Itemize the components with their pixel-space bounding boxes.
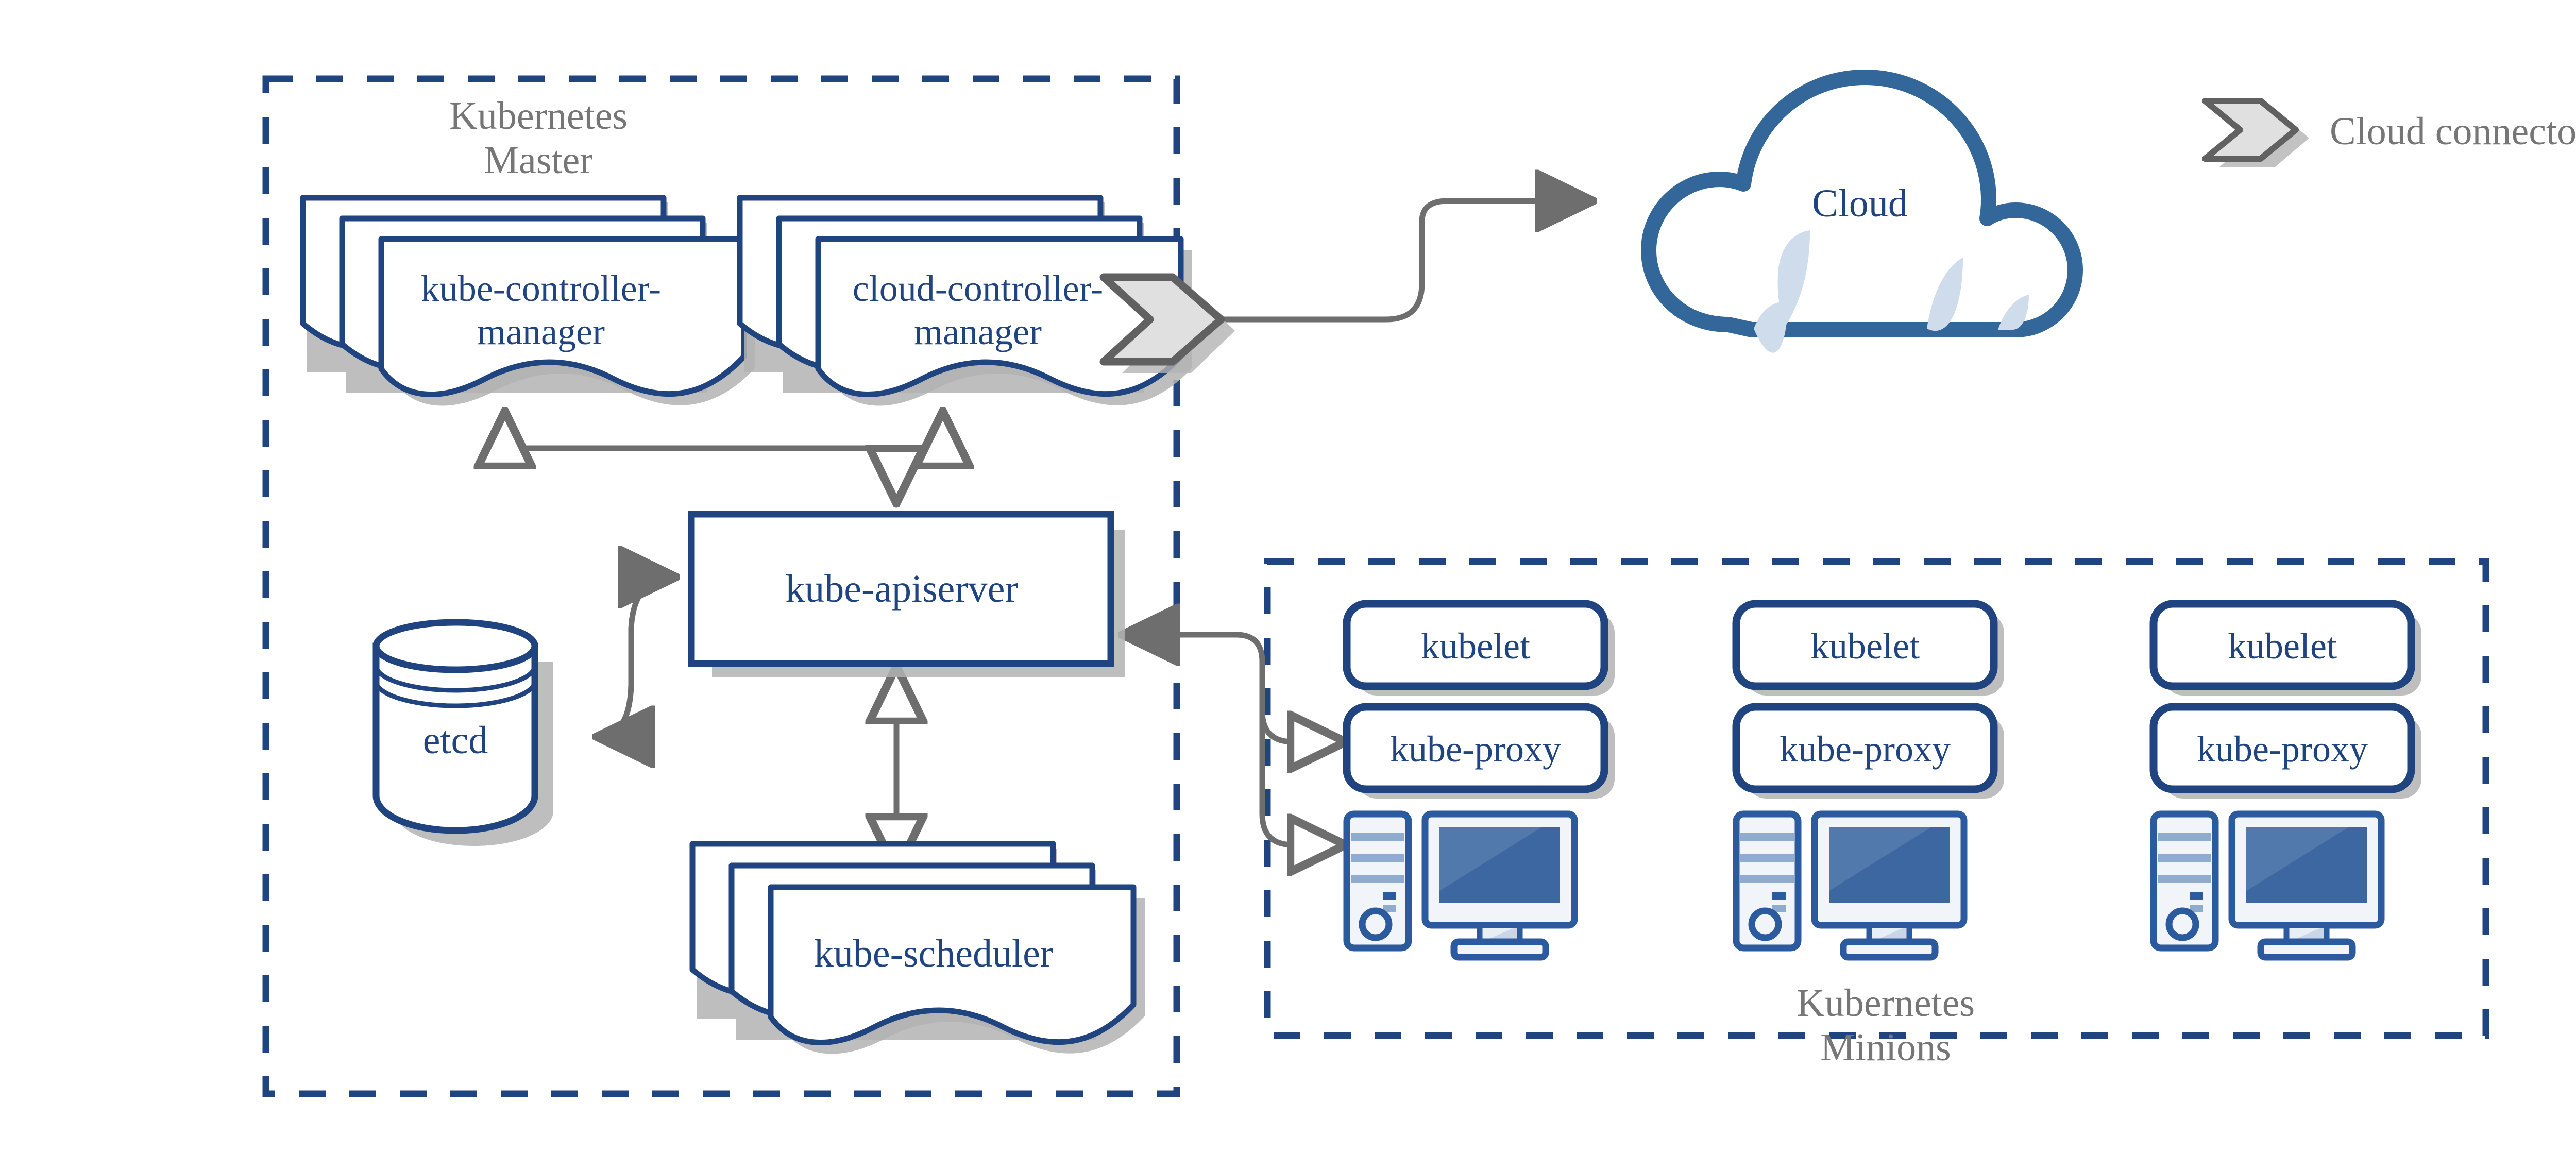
ccm-sheet-front	[815, 236, 1184, 398]
minion-2-kube-proxy[interactable]: kube-proxy	[1732, 703, 2004, 799]
minions-label-line1: Kubernetes	[1797, 981, 1975, 1025]
cloud-connector-chevron	[1099, 273, 1225, 366]
minion-3-kube-proxy[interactable]: kube-proxy	[2149, 703, 2421, 799]
minion-2-kubeproxy-box	[1732, 703, 1998, 793]
legend-cloud-connector-icon	[2202, 98, 2299, 162]
minion-1-kubelet[interactable]: kubelet	[1343, 600, 1615, 696]
node-kube-controller-manager[interactable]: kube-controller- manager	[300, 195, 755, 406]
legend-cloud-connector: Cloud connector	[2202, 98, 2576, 167]
node-etcd[interactable]: etcd	[372, 619, 553, 846]
connector-apiserver-to-kubeproxy	[1259, 708, 1345, 845]
etcd-label: etcd	[423, 719, 488, 762]
ccm-label-line1: cloud-controller-	[853, 268, 1103, 309]
minion-2-kubelet-box	[1732, 600, 1998, 690]
etcd-ring-1	[374, 665, 537, 693]
minion-2-kubelet-label: kubelet	[1810, 625, 1920, 667]
cloud-connector-icon[interactable]	[1099, 273, 1235, 373]
etcd-ring-2	[374, 681, 537, 708]
legend-label: Cloud connector	[2330, 110, 2576, 153]
minion-1-computer-icon	[1343, 810, 1578, 961]
master-dashed-border	[262, 75, 1180, 1097]
minion-2-computer-icon	[1733, 810, 1968, 961]
group-kubernetes-master: Kubernetes Master	[262, 75, 1180, 1097]
minion-3-kubelet-label: kubelet	[2228, 625, 2337, 667]
kcm-sheet-front	[378, 236, 747, 398]
minion-2-kubelet[interactable]: kubelet	[1732, 600, 2004, 696]
minion-3-kubeproxy-box	[2149, 703, 2415, 793]
minion-3-computer-icon	[2150, 810, 2385, 961]
etcd-body	[372, 642, 538, 834]
minion-1-kubelet-label: kubelet	[1421, 625, 1530, 667]
minion-node-2: kubelet kube-proxy	[1732, 600, 2004, 961]
scheduler-sheet-front	[768, 884, 1137, 1046]
apiserver-shape	[688, 511, 1114, 667]
minions-dashed-border	[1264, 558, 2489, 1039]
node-cloud-controller-manager[interactable]: cloud-controller- manager	[737, 195, 1192, 406]
master-label-line1: Kubernetes	[449, 94, 628, 138]
minions-label-line2: Minions	[1820, 1026, 1951, 1069]
kcm-label-line2: manager	[477, 311, 605, 352]
connector-apiserver-to-ccm	[893, 412, 943, 508]
minion-1-kube-proxy[interactable]: kube-proxy	[1343, 703, 1615, 799]
node-kube-scheduler[interactable]: kube-scheduler	[689, 841, 1145, 1054]
cloud-shape	[1641, 70, 2083, 337]
minion-1-kubeproxy-label: kube-proxy	[1390, 728, 1561, 770]
kcm-label-line1: kube-controller-	[421, 268, 661, 309]
minion-3-kubelet[interactable]: kubelet	[2149, 600, 2421, 696]
scheduler-label: kube-scheduler	[814, 932, 1053, 975]
minion-node-1: kubelet kube-proxy	[1343, 600, 1615, 961]
minion-2-kubeproxy-label: kube-proxy	[1780, 728, 1951, 770]
node-cloud[interactable]: Cloud	[1641, 70, 2083, 366]
connector-apiserver-to-kcm	[505, 412, 900, 508]
group-kubernetes-minions: Kubernetes Minions	[1264, 558, 2489, 1069]
etcd-top-ellipse	[372, 619, 538, 673]
master-label-line2: Master	[484, 139, 592, 182]
minion-3-kubeproxy-label: kube-proxy	[2197, 728, 2368, 770]
cloud-label: Cloud	[1812, 182, 1908, 225]
connector-lines	[505, 201, 1592, 871]
minion-node-3: kubelet kube-proxy	[2149, 600, 2421, 961]
connector-apiserver-etcd	[598, 577, 675, 737]
minion-1-kubelet-box	[1343, 600, 1608, 690]
minion-3-kubelet-box	[2149, 600, 2415, 690]
node-kube-apiserver[interactable]: kube-apiserver	[688, 511, 1125, 677]
cloud-accents	[1754, 230, 2029, 353]
apiserver-label: kube-apiserver	[785, 567, 1018, 611]
ccm-label-line2: manager	[914, 311, 1042, 352]
connector-apiserver-to-kubelet	[1123, 635, 1345, 742]
connector-ccm-to-cloud	[1218, 201, 1592, 323]
minion-1-kubeproxy-box	[1343, 703, 1608, 793]
